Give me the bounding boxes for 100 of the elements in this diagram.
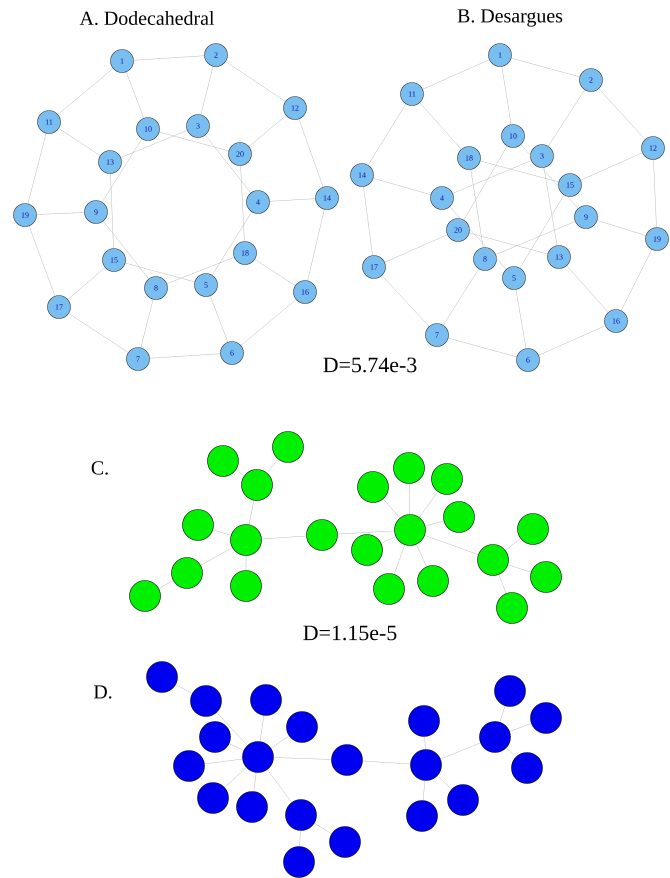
- edge-line: [28, 133, 46, 204]
- edge-line: [469, 232, 548, 254]
- vertex-circle: [207, 445, 239, 477]
- edge-line: [210, 296, 228, 342]
- edge-line: [368, 104, 406, 166]
- edge-line: [362, 760, 410, 764]
- vertex-circle: [477, 544, 509, 576]
- vertex-circle: [494, 675, 526, 707]
- edge-line: [58, 128, 100, 156]
- edge-line: [212, 529, 232, 536]
- edge-line: [516, 289, 526, 349]
- edge-line: [212, 212, 252, 276]
- edge-line: [363, 186, 373, 256]
- edge-line: [102, 138, 142, 202]
- edge-line: [68, 313, 128, 353]
- vertex-circle: [331, 744, 363, 776]
- vertex-circle: [417, 565, 449, 597]
- vertex-circle: [242, 741, 274, 773]
- vertex-circle: [199, 721, 231, 753]
- vertex-circle: [410, 749, 442, 781]
- vertex-circle: [241, 469, 273, 501]
- edge-line: [496, 221, 576, 255]
- edge-line: [134, 56, 204, 60]
- edge-line: [200, 66, 214, 115]
- edge-line: [58, 68, 114, 115]
- edge-line: [381, 536, 396, 544]
- edge-line: [159, 132, 229, 152]
- edge-line: [216, 712, 248, 746]
- edge-line: [452, 160, 532, 194]
- edge-line: [464, 146, 508, 220]
- distance-label: D=1.15e-5: [303, 626, 396, 640]
- edge-line: [125, 262, 195, 282]
- vertex-circle: [406, 800, 438, 832]
- edge-line: [520, 194, 564, 268]
- edge-line: [248, 115, 286, 147]
- edge-line: [424, 535, 478, 555]
- edge-line: [422, 60, 490, 90]
- edge-line: [548, 90, 585, 146]
- vertex-circle: [182, 509, 214, 541]
- edge-line: [270, 736, 290, 748]
- vertex-circle: [496, 592, 528, 624]
- panel-title: D.: [94, 685, 112, 699]
- edge-line: [520, 144, 578, 208]
- vertex-circle: [530, 561, 562, 593]
- vertex-circle: [173, 750, 205, 782]
- edge-line: [419, 492, 438, 518]
- edge-line: [424, 736, 426, 750]
- edge-line: [229, 743, 244, 751]
- edge-line: [307, 209, 325, 281]
- edge-line: [166, 257, 234, 284]
- vertex-circle: [146, 661, 178, 693]
- edge-line: [480, 160, 559, 182]
- edge-line: [254, 772, 256, 792]
- edge-line: [299, 830, 301, 846]
- vertex-circle: [283, 846, 315, 878]
- edge-line: [498, 574, 506, 594]
- edge-line: [224, 767, 247, 788]
- vertex-circle: [230, 524, 262, 556]
- edge-line: [544, 167, 558, 246]
- edge-line: [420, 102, 462, 150]
- edge-line: [68, 267, 106, 300]
- vertex-circle: [230, 570, 262, 602]
- edge-line: [653, 160, 657, 228]
- edge-line: [103, 221, 149, 279]
- edge-line: [500, 706, 506, 722]
- edge-line: [110, 174, 114, 248]
- edge-line: [28, 226, 56, 296]
- vertex-circle: [431, 463, 463, 495]
- edge-line: [150, 354, 220, 358]
- edge-line: [36, 212, 84, 215]
- edge-line: [338, 530, 394, 534]
- vertex-circle: [285, 799, 317, 831]
- vertex-circle: [171, 557, 203, 589]
- vertex-circle: [329, 826, 361, 858]
- edge-line: [266, 458, 278, 473]
- edge-line: [511, 58, 580, 78]
- edge-line: [274, 757, 332, 760]
- edge-line: [422, 780, 425, 800]
- edge-line: [409, 484, 410, 514]
- edge-line: [262, 536, 306, 540]
- vertex-circle: [129, 580, 161, 612]
- edge-line: [502, 66, 512, 125]
- vertex-circle: [250, 684, 282, 716]
- edge-line: [416, 544, 427, 567]
- edge-line: [373, 178, 431, 195]
- edge-line: [394, 544, 405, 574]
- vertex-circle: [286, 711, 318, 743]
- edge-line: [126, 72, 144, 118]
- vertex-circle: [393, 452, 425, 484]
- panel-title: C.: [92, 461, 108, 475]
- vertex-circle: [373, 573, 405, 605]
- vertex-circle: [447, 784, 479, 816]
- edge-line: [120, 130, 188, 158]
- edge-line: [505, 538, 521, 551]
- edge-line: [204, 758, 243, 764]
- vertex-circle: [517, 513, 549, 545]
- edge-line: [236, 470, 244, 476]
- vertex-circle: [530, 702, 562, 734]
- edge-line: [260, 715, 264, 742]
- edge-line: [314, 823, 332, 834]
